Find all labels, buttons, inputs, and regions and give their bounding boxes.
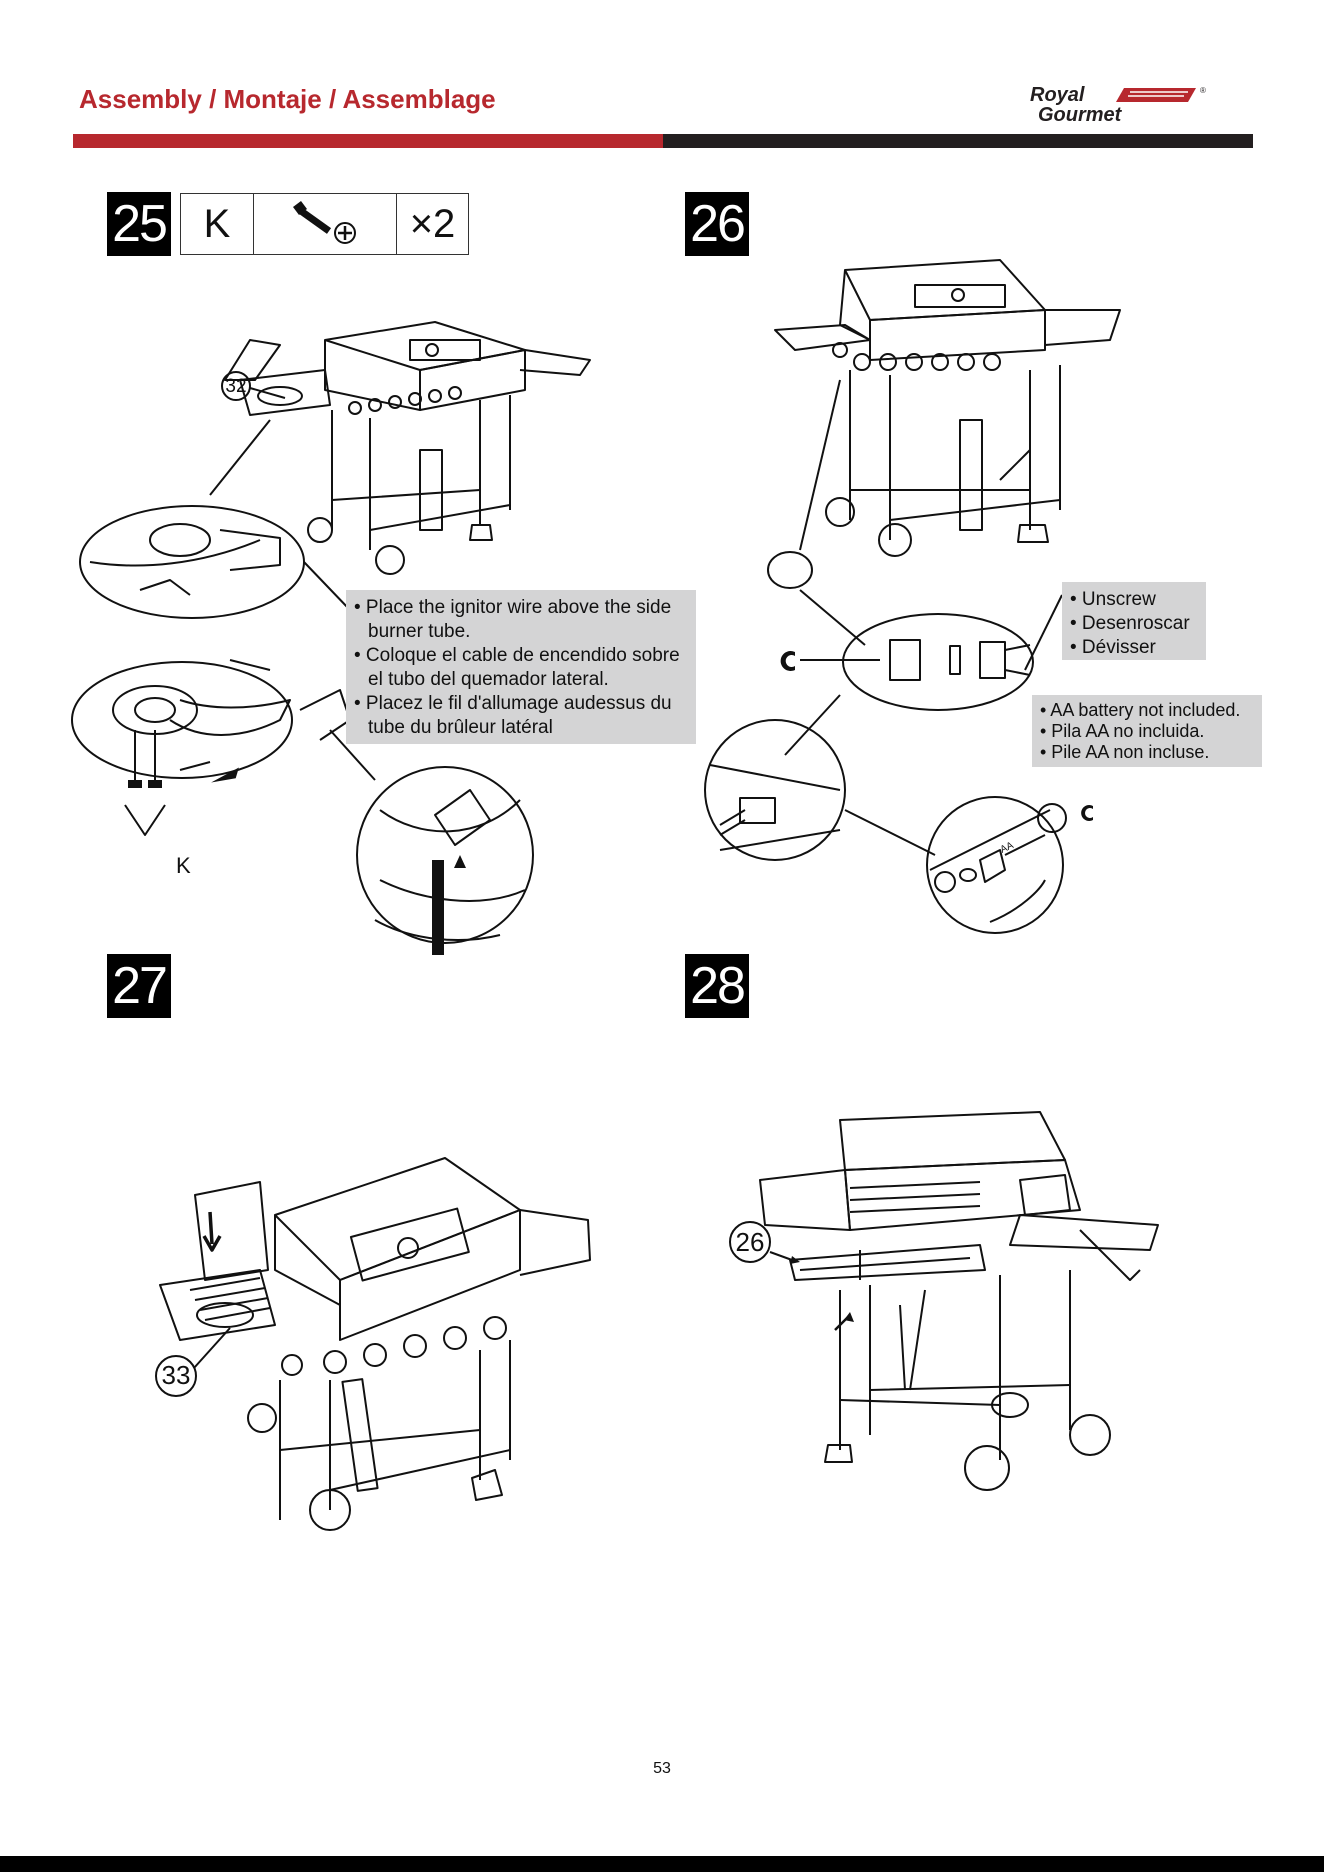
step-number-25: 25 bbox=[107, 192, 171, 256]
footer-bar bbox=[0, 1856, 1324, 1872]
header-bar-red bbox=[73, 134, 663, 148]
header-bar-dark bbox=[663, 134, 1253, 148]
step-number-27: 27 bbox=[107, 954, 171, 1018]
part-quantity: ×2 bbox=[409, 201, 456, 246]
screw-icon bbox=[254, 194, 397, 254]
svg-text:26: 26 bbox=[736, 1227, 765, 1257]
svg-text:Royal: Royal bbox=[1030, 84, 1085, 106]
svg-text:32: 32 bbox=[225, 376, 246, 397]
step-number-28: 28 bbox=[685, 954, 749, 1018]
svg-text:®: ® bbox=[1200, 86, 1206, 95]
svg-text:Gourmet: Gourmet bbox=[1038, 104, 1123, 124]
page-number: 53 bbox=[653, 1760, 671, 1777]
step-26-unscrew-note: • Unscrew • Desenroscar • Dévisser bbox=[1062, 582, 1206, 660]
svg-text:K: K bbox=[176, 853, 191, 878]
step-27-illustration: 33 bbox=[155, 1157, 591, 1531]
part-label: K bbox=[181, 194, 254, 254]
page-header-title: Assembly / Montaje / Assemblage bbox=[79, 84, 496, 114]
step-26-illustration: AA bbox=[704, 259, 1121, 934]
svg-text:AA: AA bbox=[999, 840, 1016, 856]
step-25-note: • Place the ignitor wire above the side … bbox=[346, 590, 696, 744]
step-25-illustration: 32 K bbox=[71, 321, 591, 955]
royal-gourmet-logo: Royal Gourmet ® bbox=[1030, 84, 1206, 124]
step-number-26: 26 bbox=[685, 192, 749, 256]
svg-text:33: 33 bbox=[162, 1360, 191, 1390]
step-26-battery-note: • AA battery not included. • Pila AA no … bbox=[1032, 695, 1262, 767]
parts-table: K ×2 bbox=[180, 193, 469, 255]
step-28-illustration: 26 bbox=[729, 1111, 1159, 1491]
